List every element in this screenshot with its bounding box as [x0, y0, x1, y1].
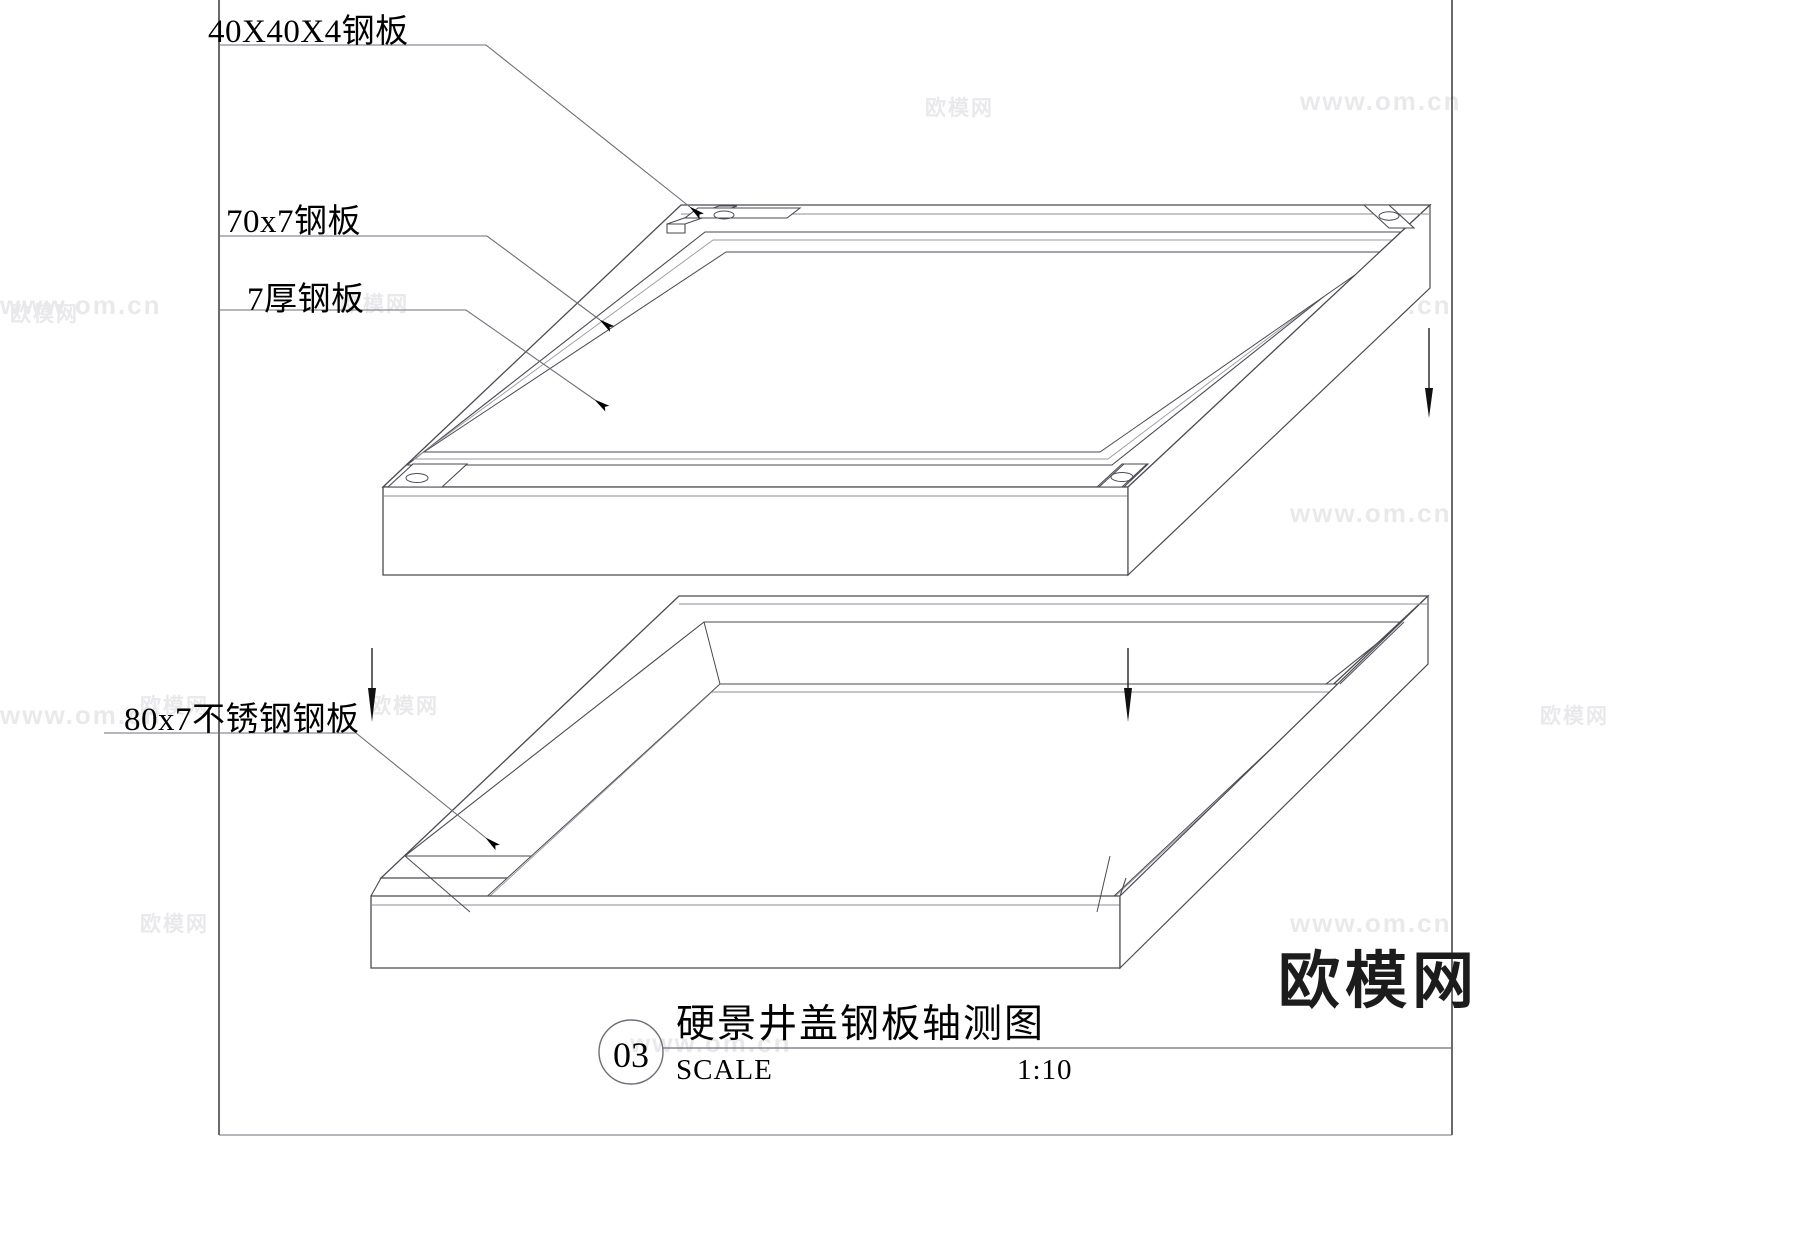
section-arrows: [368, 328, 1433, 722]
label-flat-bar-70x7: 70x7钢板: [226, 204, 361, 240]
scale-value: 1:10: [1017, 1054, 1073, 1086]
lower-frame: [370, 594, 1430, 970]
drawing-title: 硬景井盖钢板轴测图: [676, 1003, 1046, 1046]
label-angle-steel: 40X40X4钢板: [208, 14, 409, 50]
label-plate-7-thick: 7厚钢板: [247, 282, 365, 318]
leader-plate-7: [220, 309, 610, 412]
upper-cover-plate: [381, 203, 1432, 577]
leader-angle-steel: [220, 44, 704, 220]
border-lines: [218, 0, 1453, 1135]
scale-label: SCALE: [676, 1054, 773, 1086]
leader-lines: [104, 44, 704, 851]
leader-stainless: [104, 732, 500, 851]
leader-flat-bar: [220, 235, 615, 332]
detail-number: 03: [613, 1035, 649, 1075]
label-stainless-80x7: 80x7不锈钢钢板: [124, 702, 360, 738]
watermark-logo: 欧模网: [1278, 944, 1480, 1017]
angle-steel-detail: [683, 207, 802, 220]
title-block-lines: [219, 1019, 1452, 1136]
detail-bubble-circle: [598, 1019, 664, 1085]
